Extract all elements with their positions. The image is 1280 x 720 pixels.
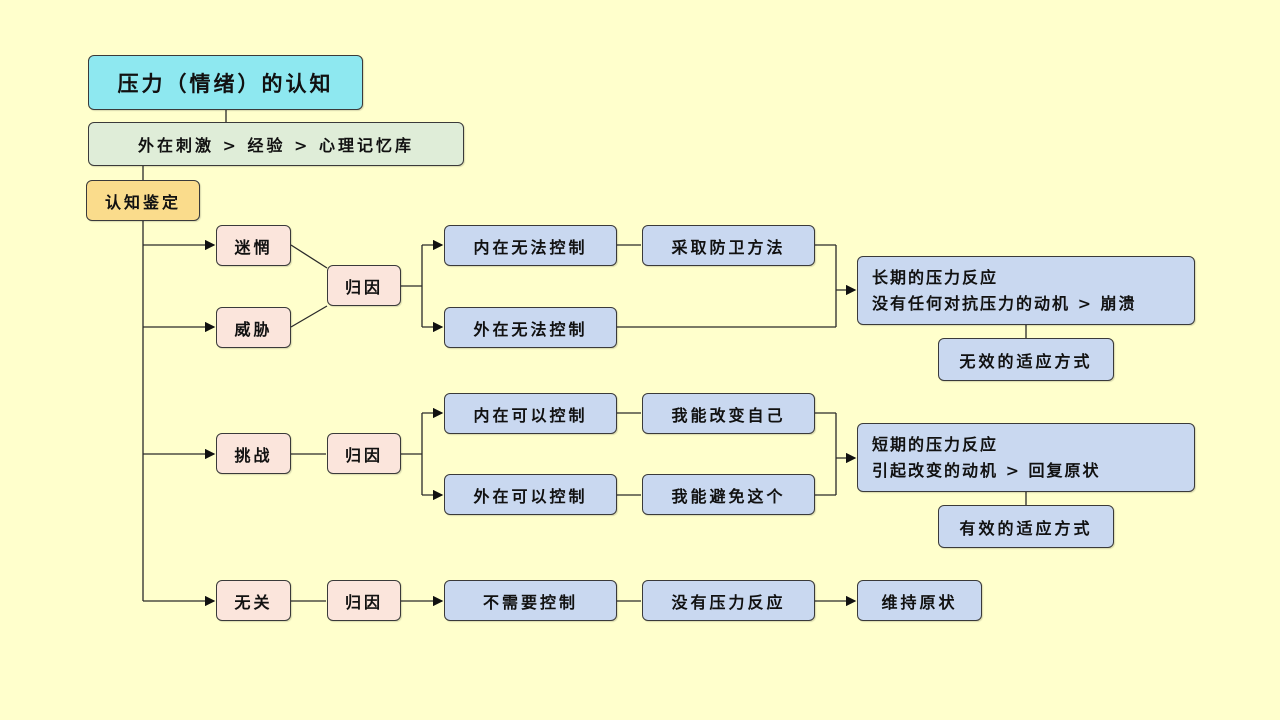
pipeline-box: 外在刺激 > 经验 > 心理记忆库 (88, 122, 464, 166)
threat-label: 威胁 (234, 319, 273, 339)
short-term-reaction-line1: 短期的压力反应 (872, 434, 999, 454)
title-label: 压力（情绪）的认知 (117, 70, 334, 96)
irrelevant-node: 无关 (216, 580, 291, 621)
maintain-node: 维持原状 (857, 580, 982, 621)
internal-controllable-node: 内在可以控制 (444, 393, 617, 434)
effective-adaptation-label: 有效的适应方式 (959, 518, 1093, 538)
threat-attribution-label: 归因 (344, 277, 383, 297)
challenge-attribution-node: 归因 (327, 433, 401, 474)
effective-adaptation-node: 有效的适应方式 (938, 505, 1114, 548)
no-control-label: 不需要控制 (482, 592, 578, 612)
defense-node: 采取防卫方法 (642, 225, 815, 266)
no-reaction-node: 没有压力反应 (642, 580, 815, 621)
short-term-reaction-line2: 引起改变的动机 > 回复原状 (872, 460, 1101, 480)
ineffective-adaptation-label: 无效的适应方式 (959, 351, 1093, 371)
internal-uncontrollable-node: 内在无法控制 (444, 225, 617, 266)
long-term-reaction-line1: 长期的压力反应 (872, 267, 999, 287)
no-reaction-label: 没有压力反应 (671, 592, 786, 612)
maintain-label: 维持原状 (881, 592, 958, 612)
avoid-node: 我能避免这个 (642, 474, 815, 515)
appraisal-box: 认知鉴定 (86, 180, 200, 221)
defense-label: 采取防卫方法 (671, 237, 786, 257)
internal-uncontrollable-label: 内在无法控制 (473, 237, 588, 257)
avoid-label: 我能避免这个 (671, 486, 786, 506)
ineffective-adaptation-node: 无效的适应方式 (938, 338, 1114, 381)
irrelevant-attribution-label: 归因 (344, 592, 383, 612)
change-self-label: 我能改变自己 (671, 405, 786, 425)
long-term-reaction-node: 长期的压力反应 没有任何对抗压力的动机 > 崩溃 (857, 256, 1195, 325)
change-self-node: 我能改变自己 (642, 393, 815, 434)
confusion-node: 迷惘 (216, 225, 291, 266)
external-controllable-label: 外在可以控制 (473, 486, 588, 506)
appraisal-label: 认知鉴定 (104, 192, 181, 212)
irrelevant-label: 无关 (234, 592, 273, 612)
irrelevant-attribution-node: 归因 (327, 580, 401, 621)
threat-attribution-node: 归因 (327, 265, 401, 306)
external-controllable-node: 外在可以控制 (444, 474, 617, 515)
threat-node: 威胁 (216, 307, 291, 348)
no-control-node: 不需要控制 (444, 580, 617, 621)
challenge-label: 挑战 (234, 445, 273, 465)
external-uncontrollable-label: 外在无法控制 (473, 319, 588, 339)
short-term-reaction-node: 短期的压力反应 引起改变的动机 > 回复原状 (857, 423, 1195, 492)
internal-controllable-label: 内在可以控制 (473, 405, 588, 425)
challenge-node: 挑战 (216, 433, 291, 474)
pipeline-label: 外在刺激 > 经验 > 心理记忆库 (137, 136, 415, 155)
challenge-attribution-label: 归因 (344, 445, 383, 465)
title-box: 压力（情绪）的认知 (88, 55, 363, 110)
long-term-reaction-line2: 没有任何对抗压力的动机 > 崩溃 (872, 293, 1137, 313)
external-uncontrollable-node: 外在无法控制 (444, 307, 617, 348)
confusion-label: 迷惘 (234, 237, 273, 257)
